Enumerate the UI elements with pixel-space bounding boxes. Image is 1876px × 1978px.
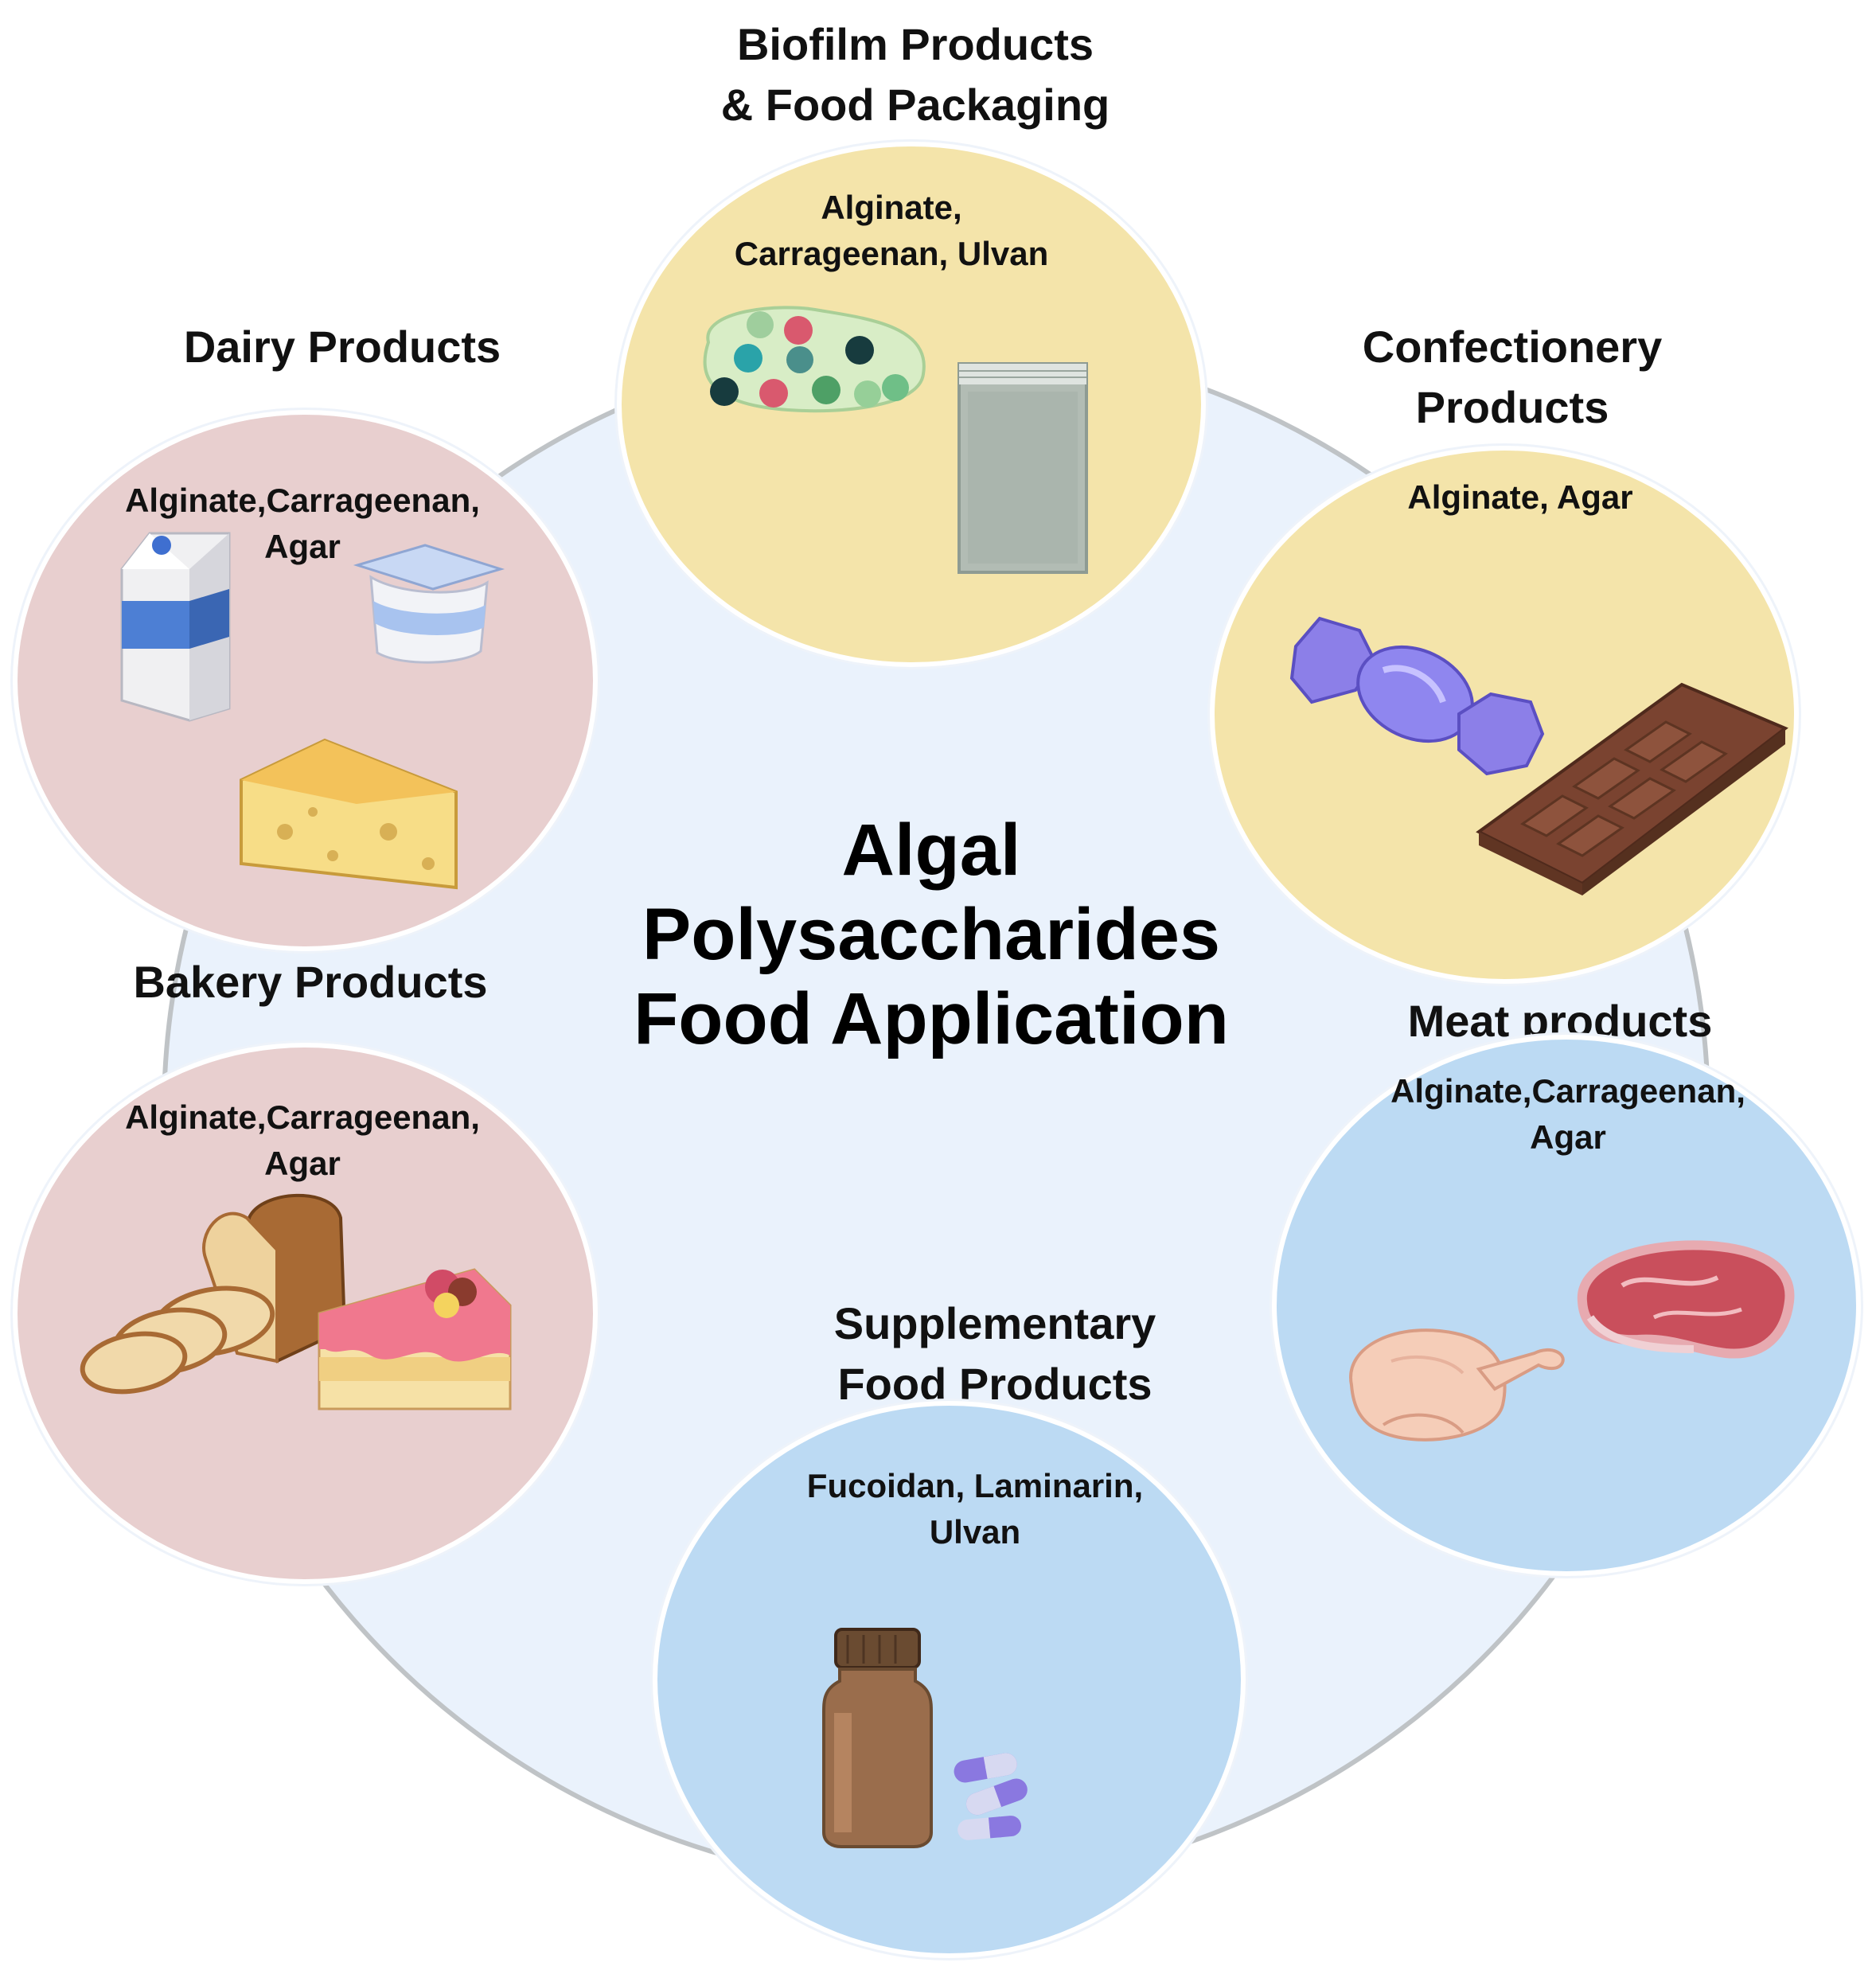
biofilm-circle <box>617 142 1206 667</box>
biofilm-polysaccharides: Alginate, Carrageenan, Ulvan <box>734 189 1049 272</box>
confectionery-title: Confectionery Products <box>1362 322 1663 432</box>
bakery-title: Bakery Products <box>133 957 488 1007</box>
supplement-bottle-icon <box>822 1628 933 1848</box>
biofilm-title: Biofilm Products & Food Packaging <box>720 19 1110 130</box>
wrapped-candy-icon <box>1289 616 1545 776</box>
dairy-title: Dairy Products <box>183 322 501 372</box>
supplementary-circle <box>653 1401 1246 1958</box>
roast-chicken-icon <box>1349 1328 1565 1442</box>
supplementary-polysaccharides: Fucoidan, Laminarin, Ulvan <box>806 1467 1144 1551</box>
confectionery-polysaccharides: Alginate, Agar <box>1407 478 1633 516</box>
biofilm-beads-icon <box>703 306 926 413</box>
supplementary-title: Supplementary Food Products <box>833 1298 1156 1409</box>
cheese-wedge-icon <box>240 738 458 890</box>
chocolate-bar-icon <box>1476 682 1788 895</box>
bakery-polysaccharides: Alginate,Carrageenan, Agar <box>125 1098 480 1182</box>
steak-icon <box>1577 1240 1795 1359</box>
center-title: Algal Polysaccharides Food Application <box>634 810 1229 1059</box>
packaging-bag-icon <box>958 362 1088 574</box>
meat-polysaccharides: Alginate,Carrageenan, Agar <box>1390 1072 1745 1156</box>
milk-carton-icon <box>120 532 231 722</box>
capsules-icon <box>954 1753 1028 1840</box>
dairy-polysaccharides: Alginate,Carrageenan, Agar <box>125 482 480 565</box>
cake-slice-icon <box>318 1268 512 1410</box>
yogurt-cup-icon <box>353 544 505 664</box>
